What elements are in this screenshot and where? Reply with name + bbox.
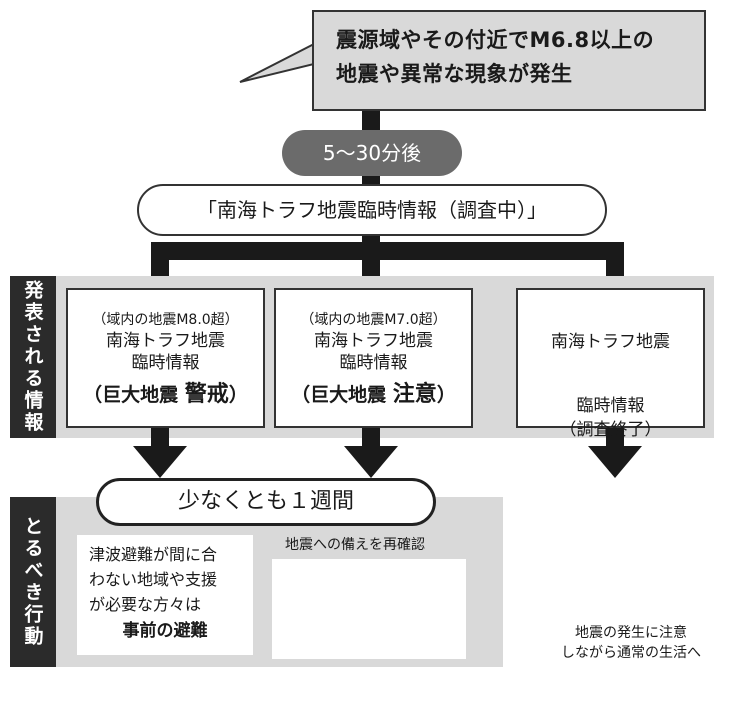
card-line-2: 臨時情報 bbox=[131, 353, 200, 373]
card-line-3: （調査終了） bbox=[559, 420, 662, 440]
connector-stem-top bbox=[362, 111, 380, 131]
card-level-word: 警戒 bbox=[184, 382, 229, 407]
card-condition: （域内の地震M7.0超） bbox=[300, 312, 447, 328]
evac-emphasis: 事前の避難 bbox=[122, 621, 208, 641]
evac-line-3: が必要な方々は bbox=[89, 595, 202, 614]
card-condition: （域内の地震M8.0超） bbox=[92, 312, 239, 328]
normal-line-2: しながら通常の生活へ bbox=[561, 645, 701, 661]
arrow-right-stem bbox=[606, 428, 624, 448]
evac-line-1: 津波避難が間に合 bbox=[89, 545, 218, 564]
card-level-prefix: （巨大地震 bbox=[291, 384, 387, 406]
card-level-suffix: ） bbox=[436, 384, 456, 406]
issued-info-label: 発表される情報 bbox=[10, 276, 56, 438]
trigger-line-2: 地震や異常な現象が発生 bbox=[336, 62, 573, 86]
actions-label: とるべき行動 bbox=[10, 497, 56, 667]
evac-line-2: わない地域や支援 bbox=[89, 570, 218, 589]
arrow-middle-stem bbox=[362, 428, 380, 448]
card-line-2: 臨時情報 bbox=[576, 396, 645, 416]
arrow-left-head bbox=[133, 446, 187, 478]
card-level: （巨大地震 注意） bbox=[276, 382, 471, 408]
info-card-caution: （域内の地震M7.0超） 南海トラフ地震 臨時情報 （巨大地震 注意） bbox=[274, 288, 473, 428]
trigger-callout: 震源域やその付近でM6.8以上の 地震や異常な現象が発生 bbox=[312, 10, 706, 111]
arrow-right-head bbox=[588, 446, 642, 478]
connector-stem-mid bbox=[362, 176, 380, 185]
info-card-warning: （域内の地震M8.0超） 南海トラフ地震 臨時情報 （巨大地震 警戒） bbox=[66, 288, 265, 428]
arrow-middle-head bbox=[344, 446, 398, 478]
card-line-2: 臨時情報 bbox=[339, 353, 408, 373]
card-level: （巨大地震 警戒） bbox=[68, 382, 263, 408]
card-line-1: 南海トラフ地震 bbox=[551, 332, 670, 352]
duration-pill: 少なくとも１週間 bbox=[96, 478, 436, 526]
evacuation-box: 津波避難が間に合 わない地域や支援 が必要な方々は 事前の避難 bbox=[77, 535, 253, 655]
card-line-1: 南海トラフ地震 bbox=[106, 331, 225, 351]
info-card-ended: 南海トラフ地震 臨時情報 （調査終了） bbox=[516, 288, 705, 440]
trigger-line-1: 震源域やその付近でM6.8以上の bbox=[336, 28, 655, 52]
card-level-prefix: （巨大地震 bbox=[83, 384, 179, 406]
card-level-word: 注意 bbox=[392, 382, 437, 407]
preparation-box bbox=[272, 559, 466, 659]
card-level-suffix: ） bbox=[228, 384, 248, 406]
preparation-title: 地震への備えを再確認 bbox=[285, 537, 425, 553]
card-line-1: 南海トラフ地震 bbox=[314, 331, 433, 351]
initial-info-pill: 「南海トラフ地震臨時情報（調査中）」 bbox=[137, 184, 607, 236]
arrow-left-stem bbox=[151, 428, 169, 448]
branch-bar bbox=[151, 242, 624, 260]
normal-life-text: 地震の発生に注意 しながら通常の生活へ bbox=[536, 623, 726, 663]
normal-line-1: 地震の発生に注意 bbox=[575, 625, 687, 641]
timing-pill: 5〜30分後 bbox=[282, 130, 462, 176]
